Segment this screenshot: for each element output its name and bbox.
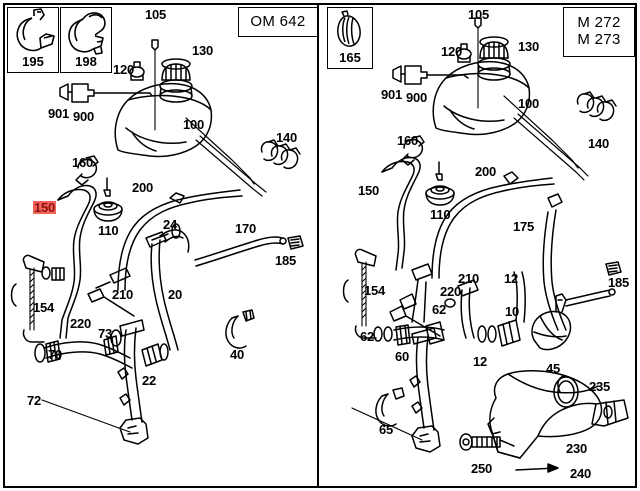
part-callout-175: 175: [513, 219, 535, 234]
part-callout-40: 40: [230, 347, 245, 362]
part-callout-105: 105: [145, 7, 167, 22]
part-callout-250: 250: [471, 461, 493, 476]
engine-code-line: M 272: [577, 14, 621, 32]
part-callout-62: 62: [432, 302, 447, 317]
diagram-outer-frame: [3, 3, 637, 488]
part-callout-70: 70: [48, 347, 63, 362]
part-callout-200: 200: [475, 164, 497, 179]
part-callout-62: 62: [360, 329, 375, 344]
part-callout-120: 120: [113, 62, 135, 77]
engine-code-box-m272-m273: M 272 M 273: [563, 7, 635, 57]
part-callout-100: 100: [518, 96, 540, 111]
part-callout-210: 210: [458, 271, 480, 286]
part-callout-160: 160: [72, 155, 94, 170]
part-callout-901: 901: [48, 106, 70, 121]
inset-label-195: 195: [22, 54, 44, 69]
part-callout-65: 65: [379, 422, 394, 437]
part-callout-24: 24: [163, 217, 178, 232]
part-callout-210: 210: [112, 287, 134, 302]
hose-clamp-icon: [68, 12, 106, 55]
part-callout-160: 160: [397, 133, 419, 148]
part-callout-154: 154: [364, 283, 386, 298]
part-callout-60: 60: [395, 349, 410, 364]
inset-label-165: 165: [339, 50, 361, 65]
inset-label-198: 198: [75, 54, 97, 69]
engine-code-line: M 273: [577, 31, 621, 48]
part-callout-220: 220: [70, 316, 92, 331]
part-callout-150: 150: [33, 200, 57, 215]
part-callout-22: 22: [142, 373, 157, 388]
part-callout-150: 150: [358, 183, 380, 198]
part-callout-105: 105: [468, 7, 490, 22]
part-callout-110: 110: [430, 207, 451, 222]
part-callout-72: 72: [27, 393, 42, 408]
part-callout-185: 185: [275, 253, 297, 268]
part-callout-140: 140: [276, 130, 298, 145]
part-callout-220: 220: [440, 284, 462, 299]
part-callout-130: 130: [518, 39, 540, 54]
part-callout-200: 200: [132, 180, 154, 195]
part-callout-73: 73: [98, 326, 113, 341]
engine-code-box-om642: OM 642: [238, 7, 318, 37]
part-callout-130: 130: [192, 43, 214, 58]
part-callout-12: 12: [504, 271, 519, 286]
part-callout-900: 900: [73, 109, 95, 124]
inset-box-165: 165: [327, 7, 373, 69]
part-callout-110: 110: [98, 223, 119, 238]
part-callout-12: 12: [473, 354, 488, 369]
part-callout-10: 10: [505, 304, 520, 319]
part-callout-230: 230: [566, 441, 588, 456]
part-callout-45: 45: [546, 361, 561, 376]
part-callout-170: 170: [235, 221, 257, 236]
part-callout-140: 140: [588, 136, 610, 151]
part-callout-900: 900: [406, 90, 428, 105]
gasket-ring-icon: [337, 10, 361, 47]
part-callout-154: 154: [33, 300, 55, 315]
inset-box-198: 198: [60, 7, 112, 73]
engine-code-line: OM 642: [250, 12, 306, 30]
part-callout-235: 235: [589, 379, 611, 394]
part-callout-120: 120: [441, 44, 463, 59]
part-callout-20: 20: [168, 287, 183, 302]
part-callout-240: 240: [570, 466, 592, 481]
inset-box-195: 195: [7, 7, 59, 73]
part-callout-901: 901: [381, 87, 403, 102]
part-callout-100: 100: [183, 117, 205, 132]
part-callout-185: 185: [608, 275, 630, 290]
hose-clamp-icon: [16, 8, 55, 52]
panel-divider: [317, 5, 319, 486]
